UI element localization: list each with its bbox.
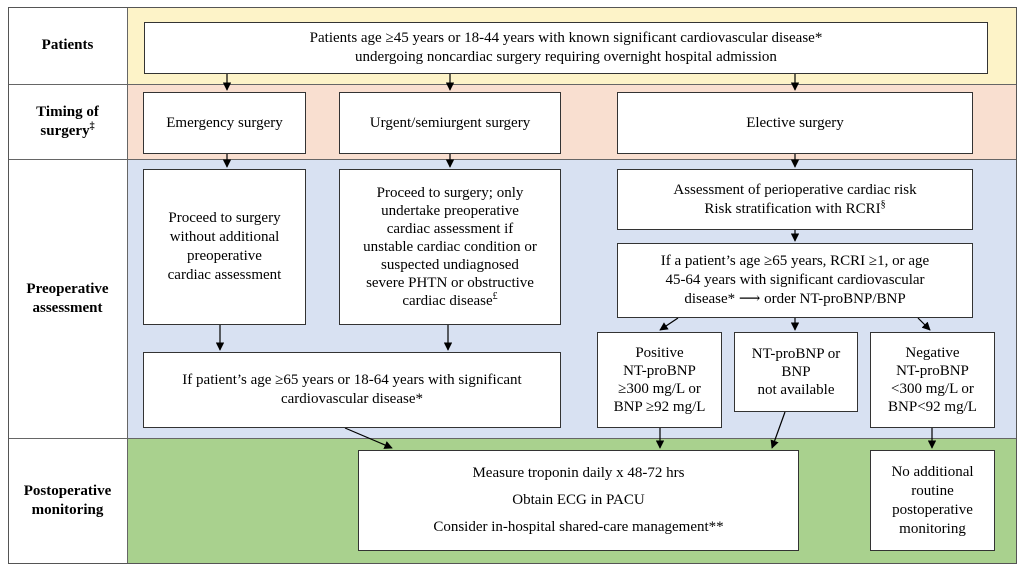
negative-bnp-box: Negative NT-proBNP <300 mg/L or BNP<92 m…: [870, 332, 995, 428]
emergency-surgery-text: Emergency surgery: [166, 114, 283, 131]
order-bnp-box: If a patient’s age ≥65 years, RCRI ≥1, o…: [617, 243, 973, 318]
arrow-to-positive: [659, 317, 679, 331]
positive-bnp-text: Positive NT-proBNP ≥300 mg/L or BNP ≥92 …: [613, 345, 706, 415]
proceed-conditional-words: Proceed to surgery; only undertake preop…: [363, 185, 537, 309]
elective-surgery-text: Elective surgery: [746, 114, 844, 131]
proceed-conditional-footnote-mark: £: [492, 291, 498, 302]
urgent-surgery-text: Urgent/semiurgent surgery: [369, 114, 531, 131]
arrow-to-negative: [917, 317, 931, 331]
patients-criteria-text: Patients age ≥45 years or 18-44 years wi…: [309, 30, 823, 65]
risk-assessment-text: Assessment of perioperative cardiac risk…: [673, 181, 916, 219]
row-label-preop-text: Preoperative assessment: [26, 280, 109, 316]
row-label-patients-text: Patients: [41, 37, 94, 53]
patients-criteria-box: Patients age ≥45 years or 18-44 years wi…: [144, 22, 988, 74]
bnp-unavailable-text: NT-proBNP or BNP not available: [751, 346, 841, 398]
age-condition-box: If patient’s age ≥65 years or 18-64 year…: [143, 352, 561, 428]
age-condition-text: If patient’s age ≥65 years or 18-64 year…: [182, 372, 522, 407]
arrow-unavailable-to-monitoring: [770, 411, 786, 449]
bnp-unavailable-box: NT-proBNP or BNP not available: [734, 332, 858, 412]
row-label-timing-words: Timing of surgery: [36, 103, 99, 139]
proceed-no-assessment-box: Proceed to surgery without additional pr…: [143, 169, 306, 325]
no-monitoring-box: No additional routine postoperative moni…: [870, 450, 995, 551]
emergency-surgery-box: Emergency surgery: [143, 92, 306, 154]
arrow-age-to-monitoring: [344, 427, 393, 449]
row-label-patients: Patients: [8, 7, 127, 84]
monitoring-box: Measure troponin daily x 48-72 hrs Obtai…: [358, 450, 799, 551]
positive-bnp-box: Positive NT-proBNP ≥300 mg/L or BNP ≥92 …: [597, 332, 722, 428]
no-monitoring-text: No additional routine postoperative moni…: [891, 463, 974, 537]
row-label-postop-text: Postoperative monitoring: [23, 483, 112, 518]
row-label-preop: Preoperative assessment: [8, 159, 127, 438]
risk-assessment-words: Assessment of perioperative cardiac risk…: [673, 181, 917, 217]
column-divider: [127, 7, 128, 564]
urgent-surgery-box: Urgent/semiurgent surgery: [339, 92, 561, 154]
row-divider: [8, 159, 1017, 160]
elective-surgery-box: Elective surgery: [617, 92, 973, 154]
proceed-no-assessment-text: Proceed to surgery without additional pr…: [167, 210, 282, 283]
negative-bnp-text: Negative NT-proBNP <300 mg/L or BNP<92 m…: [888, 345, 977, 415]
timing-footnote-mark: ‡: [89, 120, 95, 132]
row-divider: [8, 84, 1017, 85]
order-bnp-text: If a patient’s age ≥65 years, RCRI ≥1, o…: [660, 253, 930, 307]
risk-assessment-footnote-mark: §: [880, 198, 886, 210]
row-divider: [8, 438, 1017, 439]
monitoring-text: Measure troponin daily x 48-72 hrs Obtai…: [433, 465, 724, 535]
row-label-timing-text: Timing of surgery‡: [26, 103, 109, 141]
proceed-conditional-text: Proceed to surgery; only undertake preop…: [363, 184, 537, 310]
proceed-conditional-box: Proceed to surgery; only undertake preop…: [339, 169, 561, 325]
row-label-postop: Postoperative monitoring: [8, 438, 127, 564]
row-label-timing: Timing of surgery‡: [8, 84, 127, 159]
risk-assessment-box: Assessment of perioperative cardiac risk…: [617, 169, 973, 230]
